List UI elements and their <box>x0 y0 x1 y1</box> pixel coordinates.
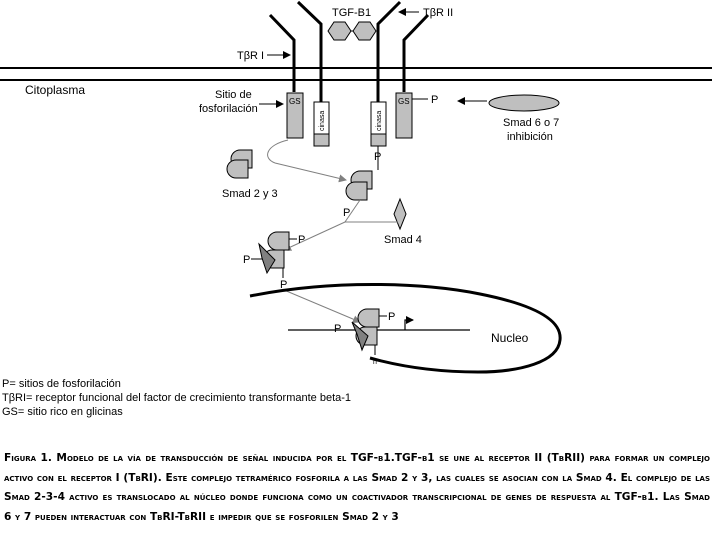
nuclear-complex-smad4-diamond <box>351 321 369 352</box>
smad-association-line <box>344 199 398 223</box>
gs-label-left: GS <box>289 97 301 106</box>
phosphorylation-curve <box>267 139 289 164</box>
smad4-diamond <box>393 197 407 231</box>
smad67-label-line2: inhibición <box>507 131 553 143</box>
kinase-label-right: cinasa <box>376 111 383 131</box>
kinase-domain-right-base <box>370 133 387 147</box>
kinase-domain-left-base <box>313 133 330 147</box>
kinase-label-left: cinasa <box>319 111 326 131</box>
gs-domain-right <box>395 92 413 139</box>
phospho-nuclear-a: P <box>388 311 395 323</box>
figure-caption: Figura 1. Modelo de la vía de transducci… <box>4 452 710 523</box>
tgf-beta-signaling-diagram: TGF-B1 TβR II TβR I Citoplasma GS GS cin… <box>0 0 712 374</box>
smad23-label: Smad 2 y 3 <box>222 188 278 200</box>
smad23-phosphorylation-arrow <box>274 162 347 183</box>
smad23-free-front <box>226 159 249 179</box>
tgf-ligand-hexagon-left <box>327 21 352 41</box>
legend-item-tbr1: TβRI= receptor funcional del factor de c… <box>2 392 352 404</box>
phospho-smad-a: P <box>374 151 381 163</box>
gs-domain-left <box>286 92 304 139</box>
phospho-complex-b: P <box>243 254 250 266</box>
nuclear-translocation-arrow <box>283 289 361 323</box>
tbr1-label: TβR I <box>237 50 264 62</box>
complex-formation-arrow <box>283 221 346 251</box>
complex-smad4-diamond <box>258 242 276 275</box>
legend-item-gs: GS= sitio rico en glicinas <box>2 406 123 418</box>
smad4-label: Smad 4 <box>384 234 422 246</box>
tbr2-label: TβR II <box>423 7 453 19</box>
receptor-tbr2-left <box>296 0 323 102</box>
phospho-nuclear-b: P <box>334 323 341 335</box>
tgf-ligand-hexagon-right <box>352 21 377 41</box>
gs-label-right: GS <box>398 97 410 106</box>
cytoplasm-label: Citoplasma <box>25 83 85 97</box>
phospho-complex-a: P <box>298 234 305 246</box>
complex-smad-back <box>267 231 290 251</box>
legend: P= sitios de fosforilación TβRI= recepto… <box>2 377 351 419</box>
transcription-start-arrow <box>404 316 414 330</box>
receptor-tbr1-right <box>402 13 430 92</box>
nuclear-envelope <box>249 283 562 374</box>
nuclear-n-label: n <box>373 359 377 366</box>
nucleus-label: Nucleo <box>491 331 529 345</box>
tgf-label: TGF-B1 <box>332 7 371 19</box>
phospho-gs-right: P <box>431 94 438 106</box>
phospho-association: P <box>343 207 350 219</box>
smad67-label-line1: Smad 6 o 7 <box>503 117 559 129</box>
smad23-phospho-front <box>345 181 368 201</box>
legend-item-p: P= sitios de fosforilación <box>2 378 121 390</box>
phospho-site-label-line2: fosforilación <box>199 103 258 115</box>
phospho-site-label-line1: Sitio de <box>215 89 252 101</box>
nuclear-complex-smad-back <box>357 308 380 328</box>
smad67-ellipse <box>488 94 560 112</box>
phospho-complex-c: P <box>280 279 287 291</box>
receptor-tbr1-left <box>268 13 296 92</box>
receptor-tbr2-right <box>376 0 402 102</box>
